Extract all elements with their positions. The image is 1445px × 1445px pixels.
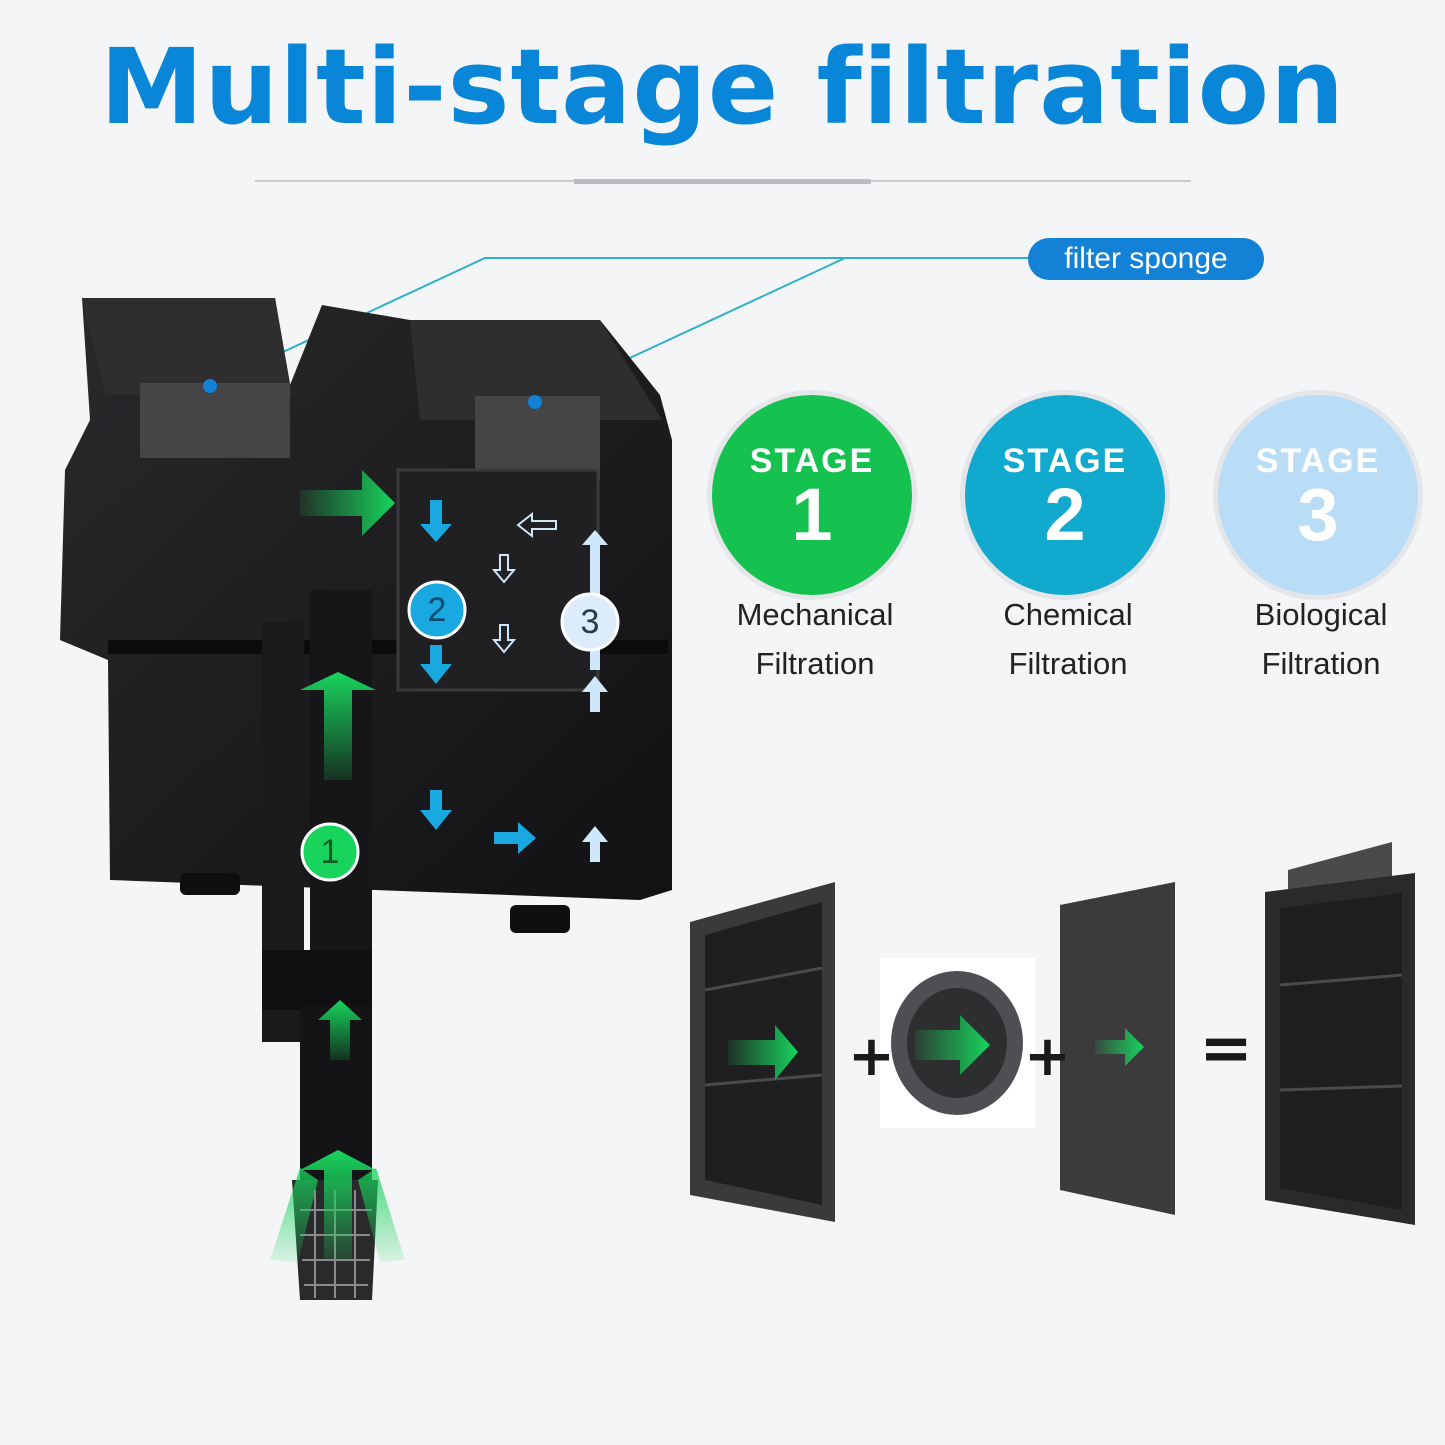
stage-1-badge: STAGE 1 xyxy=(707,390,917,600)
flow-marker-1 xyxy=(300,822,360,882)
sponge-pad xyxy=(1060,882,1175,1215)
carbon-media xyxy=(880,958,1035,1128)
stage-3-label: Biological Filtration xyxy=(1191,590,1445,688)
green-flow-arrow-icon xyxy=(270,470,405,1262)
stage-3-number: 3 xyxy=(1297,473,1339,556)
stage-1-number: 1 xyxy=(791,473,833,556)
plus-icon: + xyxy=(1024,1024,1071,1089)
stage-2-label: Chemical Filtration xyxy=(938,590,1198,688)
flow-marker-2-label: 2 xyxy=(427,591,447,629)
filter-cartridge-assembled xyxy=(1265,842,1415,1225)
filter-sponge-callout: filter sponge xyxy=(1028,238,1264,280)
stage-2-number: 2 xyxy=(1044,473,1086,556)
stage-3-label-line1: Biological xyxy=(1254,597,1388,632)
filter-unit xyxy=(60,298,672,1300)
stage-2-badge: STAGE 2 xyxy=(960,390,1170,600)
equals-icon: = xyxy=(1199,1012,1253,1086)
page-title: Multi-stage filtration xyxy=(99,26,1346,148)
flow-marker-2 xyxy=(407,580,467,640)
flow-marker-1-label: 1 xyxy=(320,833,340,871)
stage-2-label-line2: Filtration xyxy=(1008,646,1128,681)
blue-flow-arrow-icon xyxy=(420,500,536,854)
stage-3-badge: STAGE 3 xyxy=(1213,390,1423,600)
stage-2-word: STAGE xyxy=(1002,442,1128,480)
stage-1-label: Mechanical Filtration xyxy=(685,590,945,688)
stage-1-label-line1: Mechanical xyxy=(736,597,894,632)
title-divider-accent xyxy=(574,179,871,184)
stage-3-word: STAGE xyxy=(1255,442,1381,480)
stage-3-label-line2: Filtration xyxy=(1261,646,1381,681)
plus-icon: + xyxy=(848,1024,895,1089)
stage-1-word: STAGE xyxy=(749,442,875,480)
stage-2-label-line1: Chemical xyxy=(1003,597,1133,632)
filter-cartridge-left xyxy=(690,882,835,1222)
flow-marker-3-label: 3 xyxy=(580,603,600,641)
stage-1-label-line2: Filtration xyxy=(755,646,875,681)
flow-marker-3 xyxy=(560,592,620,652)
